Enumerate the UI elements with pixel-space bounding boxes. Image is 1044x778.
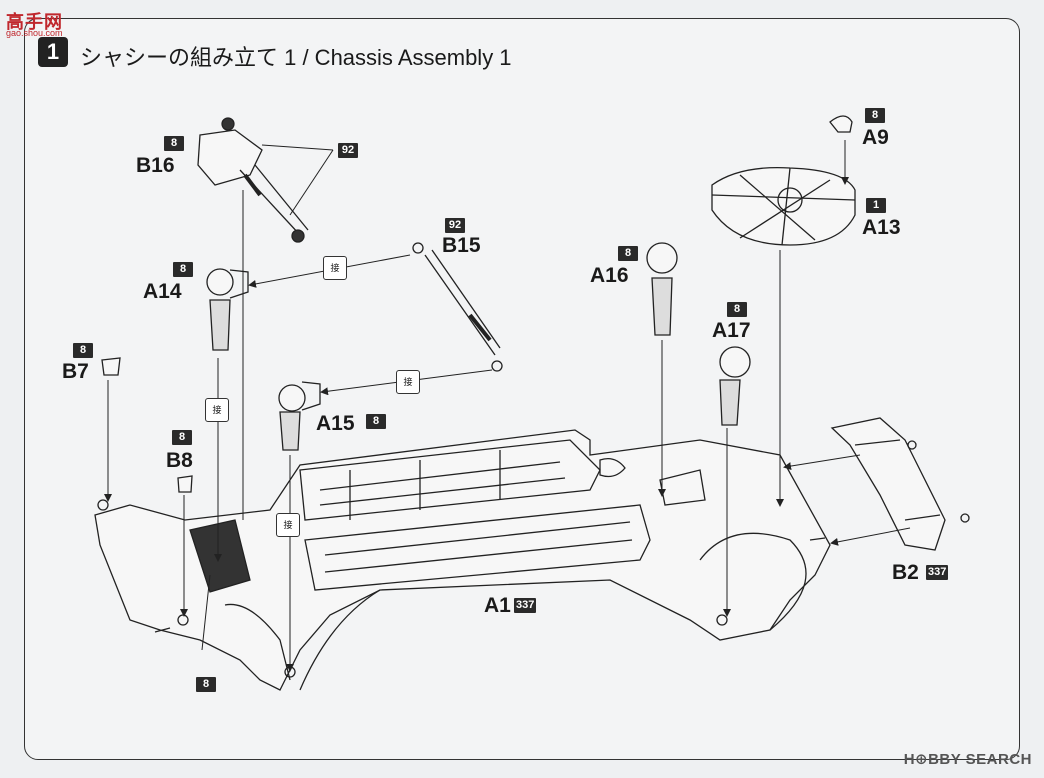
part-code: 337 (926, 565, 949, 580)
shock-part-a16 (646, 242, 678, 336)
part-code: 8 (164, 136, 184, 151)
step-number-badge: 1 (38, 37, 68, 67)
part-label-a15: A15 (316, 412, 355, 435)
part-label-b16: B16 (136, 154, 175, 177)
part-label-b7: B7 (62, 360, 89, 383)
part-code: 8 (727, 302, 747, 317)
rod-part-b15 (412, 242, 503, 372)
step-title: シャシーの組み立て 1 / Chassis Assembly 1 (80, 45, 512, 70)
part-label-b8: B8 (166, 449, 193, 472)
glue-icon: 接 (396, 370, 420, 394)
part-code: 8 (618, 246, 638, 261)
part-code: 8 (196, 677, 216, 692)
part-label-b15: B15 (442, 234, 481, 257)
site-logo-url: gao.shou.com (6, 28, 63, 38)
shock-part-a15 (278, 381, 321, 451)
shock-part-a14 (206, 268, 249, 351)
part-label-a9: A9 (862, 126, 889, 149)
part-code: 8 (173, 262, 193, 277)
part-code: 8 (73, 343, 93, 358)
part-label-a13: A13 (862, 216, 901, 239)
part-code: 8 (366, 414, 386, 429)
part-code: 8 (865, 108, 885, 123)
part-code: 8 (172, 430, 192, 445)
chassis-part-a1 (94, 429, 831, 691)
small-part-a9 (829, 115, 853, 133)
part-label-a1: A1 (484, 594, 511, 617)
part-code: 1 (866, 198, 886, 213)
part-label-a14: A14 (143, 280, 182, 303)
part-label-a17: A17 (712, 319, 751, 342)
part-code: 92 (338, 143, 358, 158)
watermark: H⊕BBY SEARCH (903, 751, 1032, 768)
shock-part-a17 (719, 346, 751, 426)
glue-icon: 接 (323, 256, 347, 280)
pin-part-b7 (101, 357, 121, 376)
glue-icon: 接 (205, 398, 229, 422)
part-code: 337 (514, 598, 537, 613)
panel-part-b2 (830, 417, 970, 551)
lever-part-b16 (197, 117, 309, 243)
part-label-a16: A16 (590, 264, 629, 287)
site-logo: 高手网 (6, 12, 63, 32)
tank-part-a13 (711, 166, 856, 246)
pin-part-b8 (177, 475, 193, 493)
glue-icon: 接 (276, 513, 300, 537)
part-code: 92 (445, 218, 465, 233)
part-label-b2: B2 (892, 561, 919, 584)
